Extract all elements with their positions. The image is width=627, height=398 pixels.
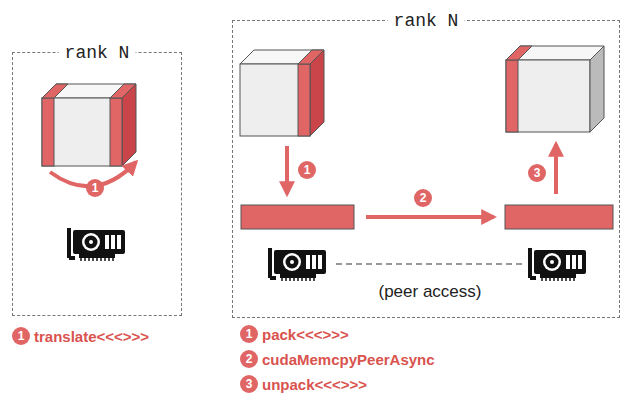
callout-number: 3 — [240, 375, 258, 393]
rank-heading: rank N — [388, 11, 465, 31]
link-label: (peer access) — [376, 282, 485, 302]
send-buffer — [241, 205, 354, 229]
copy-arrow — [366, 215, 494, 219]
gpu-icon — [528, 248, 586, 281]
gpu-icon — [67, 228, 125, 261]
recv-buffer — [505, 205, 613, 229]
dest-cube — [506, 46, 604, 132]
kernel-name: pack<<<>>> — [262, 326, 349, 343]
callout-number: 3 — [528, 164, 546, 182]
kernel-name: cudaMemcpyPeerAsync — [262, 351, 435, 368]
gpu-icon — [268, 248, 326, 281]
kernel-name: translate<<<>>> — [34, 328, 149, 345]
callout-number: 2 — [240, 350, 258, 368]
callout-number: 1 — [12, 327, 30, 345]
kernel-name: unpack<<<>>> — [262, 376, 367, 393]
callout-number: 1 — [298, 161, 316, 179]
callout-number: 1 — [240, 325, 258, 343]
peer-link — [336, 263, 524, 265]
rank-heading: rank N — [59, 43, 136, 63]
unpack-arrow — [554, 144, 558, 194]
callout-number: 2 — [414, 189, 432, 207]
data-cube — [42, 84, 136, 166]
rank-region: rank N — [232, 20, 620, 318]
pack-arrow — [285, 146, 289, 194]
callout-number: 1 — [86, 179, 104, 197]
source-cube — [240, 50, 324, 136]
